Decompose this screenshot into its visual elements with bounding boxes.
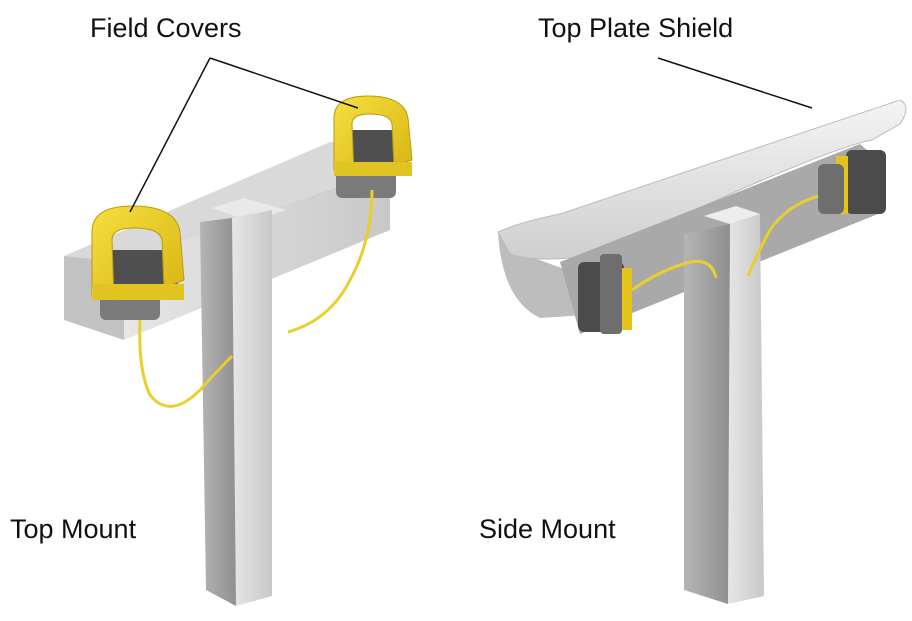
field-cover-right <box>333 95 413 198</box>
field-cover-left <box>91 205 185 320</box>
side-post-side-face <box>684 224 730 604</box>
label-side-mount: Side Mount <box>479 514 616 544</box>
side-sensor-left <box>578 254 632 334</box>
sensor-body-right <box>342 130 402 170</box>
label-top-plate-shield: Top Plate Shield <box>538 13 734 43</box>
top-plate-shield <box>497 99 907 260</box>
cable-left <box>138 319 234 408</box>
crossbar-top-face <box>64 142 390 262</box>
side-sensor-left-mount <box>600 254 622 334</box>
callout-line-field-left <box>129 57 211 213</box>
top-mount-assembly <box>64 95 413 606</box>
post-side-face <box>200 218 236 606</box>
side-sensor-right <box>818 150 886 214</box>
side-sensor-left-band <box>620 268 632 330</box>
side-cable-right <box>746 194 819 277</box>
cable-right <box>287 189 374 334</box>
side-post-front-face <box>728 214 764 604</box>
field-cover-left-base <box>92 284 184 300</box>
field-cover-right-base <box>334 162 412 176</box>
side-sensor-right-body <box>846 150 886 214</box>
post-front-face <box>232 210 272 606</box>
callout-line-field-right <box>209 57 359 109</box>
side-sensor-right-mount <box>818 164 844 214</box>
callout-line-shield <box>657 57 813 109</box>
side-mount-assembly <box>497 99 907 604</box>
side-cable-left <box>631 259 718 292</box>
label-top-mount: Top Mount <box>10 514 137 544</box>
label-field-covers: Field Covers <box>90 13 242 43</box>
side-post-top-face <box>704 206 760 224</box>
